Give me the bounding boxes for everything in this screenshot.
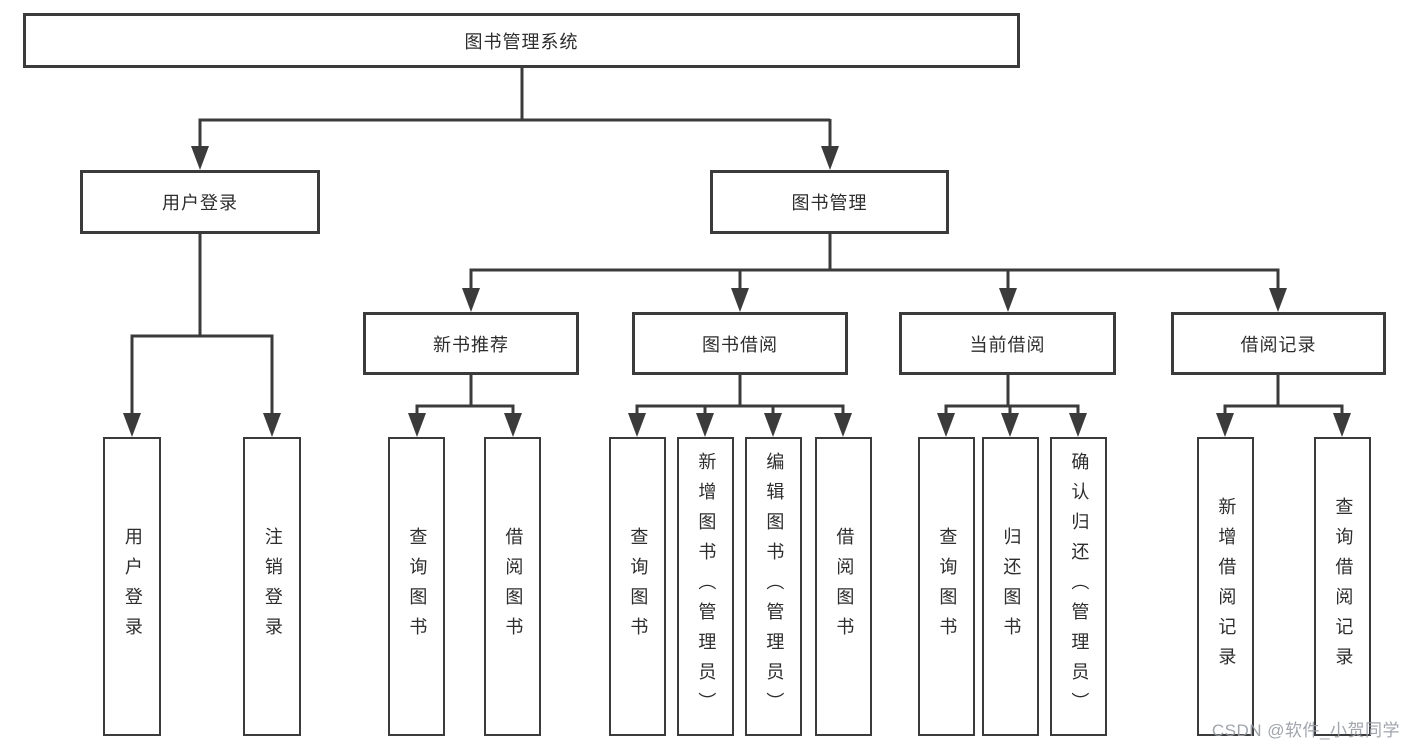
node-current-borrowing: 当前借阅 [899, 312, 1116, 375]
leaf-label: 确认归还（管理员） [1069, 451, 1090, 722]
leaf-label: 注销登录 [262, 526, 283, 647]
leaf-query-books-current: 查询图书 [918, 437, 975, 736]
leaf-label: 编辑图书（管理员） [764, 451, 785, 722]
node-book-borrowing: 图书借阅 [632, 312, 848, 375]
leaf-add-borrow-record: 新增借阅记录 [1197, 437, 1254, 736]
leaf-borrow-books-recommend: 借阅图书 [484, 437, 541, 736]
leaf-label: 查询借阅记录 [1333, 496, 1354, 677]
leaf-confirm-return-admin: 确认归还（管理员） [1050, 437, 1107, 736]
csdn-watermark: CSDN @软件_小贺同学 [1211, 721, 1400, 740]
leaf-label: 借阅图书 [503, 526, 524, 647]
node-borrowing-records: 借阅记录 [1171, 312, 1386, 375]
leaf-borrow-books: 借阅图书 [815, 437, 872, 736]
leaf-label: 查询图书 [407, 526, 428, 647]
connector-lines [130, 68, 1344, 417]
leaf-label: 新增借阅记录 [1216, 496, 1237, 677]
leaf-label: 归还图书 [1001, 526, 1022, 647]
node-book-management: 图书管理 [710, 170, 949, 234]
leaf-label: 查询图书 [628, 526, 649, 647]
node-library-system: 图书管理系统 [23, 13, 1020, 68]
leaf-add-books-admin: 新增图书（管理员） [677, 437, 734, 736]
leaf-user-login: 用户登录 [103, 437, 161, 736]
leaf-label: 查询图书 [937, 526, 958, 647]
leaf-label: 新增图书（管理员） [696, 451, 717, 722]
connector-arrowheads [123, 146, 1351, 437]
leaf-return-books: 归还图书 [982, 437, 1039, 736]
leaf-label: 用户登录 [122, 526, 143, 647]
leaf-logout: 注销登录 [243, 437, 301, 736]
node-new-book-recommend: 新书推荐 [363, 312, 579, 375]
leaf-edit-books-admin: 编辑图书（管理员） [745, 437, 802, 736]
leaf-label: 借阅图书 [834, 526, 855, 647]
leaf-query-books-recommend: 查询图书 [388, 437, 445, 736]
node-user-login: 用户登录 [80, 170, 320, 234]
leaf-query-books-borrow: 查询图书 [609, 437, 666, 736]
leaf-query-borrow-record: 查询借阅记录 [1314, 437, 1371, 736]
